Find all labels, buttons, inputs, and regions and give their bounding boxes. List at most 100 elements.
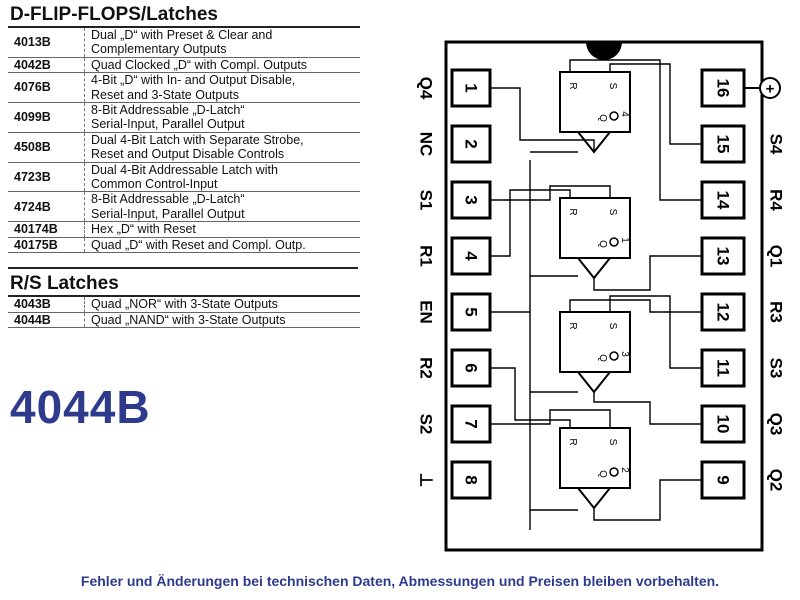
part-number-heading: 4044B [10, 381, 151, 433]
latch-box [559, 71, 631, 133]
latch-s-label: S [607, 439, 618, 446]
pin-label: Q3 [767, 413, 786, 436]
description-line: Reset and 3-State Outputs [91, 87, 240, 102]
description-line: Serial-Input, Parallel Output [91, 206, 245, 221]
pin-label: Q1 [767, 245, 786, 268]
pin-box [700, 460, 746, 500]
part-code: 4724B [8, 191, 85, 223]
pin-left-3: 3S1 [417, 180, 492, 220]
description-line: Reset and Output Disable Controls [91, 147, 285, 162]
tristate-buffer [575, 487, 613, 510]
description-line: Hex „D“ with Reset [91, 222, 196, 237]
pin-right-12: 12 R3 [700, 292, 786, 332]
pin-number: 12 [714, 303, 733, 322]
description-line: Dual „D“ with Preset & Clear and [91, 28, 273, 42]
inversion-bubble [609, 351, 619, 361]
tristate-buffer [575, 371, 613, 394]
pin-number: 3 [462, 195, 481, 204]
pin-left-2: 2NC [417, 124, 492, 164]
description-line: Quad „D“ with Reset and Compl. Outp. [91, 237, 306, 252]
part-code: 4723B [8, 162, 85, 193]
description-line: Complementary Outputs [91, 42, 227, 57]
description-line: 8-Bit Addressable „D-Latch“ [91, 103, 245, 118]
description-line: Dual 4-Bit Latch with Separate Strobe, [91, 132, 304, 147]
latch-q-label: Q [597, 470, 608, 478]
circuit-wire [569, 59, 702, 201]
vdd-plus: + [766, 81, 775, 98]
table-row: 40174B Hex „D“ with Reset [8, 221, 360, 238]
pin-label: Q4 [417, 77, 436, 100]
circuit-wire [593, 392, 702, 425]
tristate-buffer [575, 257, 613, 280]
pin-right-16: 16 + [700, 68, 781, 108]
description-line: Quad „NOR“ with 3-State Outputs [91, 297, 278, 312]
table-row: 4043B Quad „NOR“ with 3-State Outputs [8, 296, 360, 313]
pin-label: Q2 [767, 469, 786, 492]
pin-label: S3 [767, 358, 786, 379]
pin-label: R3 [767, 301, 786, 323]
pin-number: 13 [714, 247, 733, 266]
latch-q-label: Q [597, 240, 608, 248]
pin-left-6: 6R2 [417, 348, 492, 388]
latch-r-label: R [567, 208, 578, 215]
pin-label: EN [417, 300, 436, 324]
pin-number: 8 [462, 475, 481, 484]
latch-s-label: S [607, 323, 618, 330]
circuit-wire [490, 189, 571, 257]
description-line: Quad „NAND“ with 3-State Outputs [91, 312, 286, 327]
part-code: 4044B [8, 312, 85, 328]
pin-label: R4 [767, 189, 786, 211]
table-row: 4724B 8-Bit Addressable „D-Latch“Serial-I… [8, 191, 360, 223]
rs-title: R/S Latches [8, 267, 358, 295]
part-code: 4043B [8, 296, 85, 313]
latch-box [559, 197, 631, 259]
pin-right-14: 14 R4 [700, 180, 786, 220]
pin-number: 4 [462, 251, 481, 261]
pin-label: S4 [767, 134, 786, 155]
latch-block-2: R S Q 2 [559, 427, 631, 510]
part-code: 4099B [8, 102, 85, 133]
circuit-wire [490, 185, 611, 201]
pin-number: 14 [714, 191, 733, 210]
table-row: 4044B Quad „NAND“ with 3-State Outputs [8, 312, 360, 328]
pin-left-5: 5 EN [417, 292, 492, 332]
part-code: 40175B [8, 237, 85, 254]
description-line: 8-Bit Addressable „D-Latch“ [91, 192, 245, 207]
circuit-wire [593, 479, 702, 521]
pin-number: 1 [462, 83, 481, 92]
pin-left-8: 8⊥ [417, 460, 492, 500]
part-description: Quad Clocked „D“ with Compl. Outputs [84, 57, 360, 74]
pin-number: 7 [462, 419, 481, 428]
pin-number: 5 [462, 307, 481, 316]
latch-s-label: S [607, 209, 618, 216]
pin-label: ⊥ [417, 473, 436, 488]
part-code: 40174B [8, 221, 85, 238]
pin-number: 16 [714, 79, 733, 98]
latch-q-label: Q [597, 354, 608, 362]
description-line: Serial-Input, Parallel Output [91, 117, 245, 132]
latch-index: 2 [619, 467, 630, 473]
part-description: Quad „D“ with Reset and Compl. Outp. [84, 237, 360, 254]
latch-r-label: R [567, 438, 578, 445]
latch-q-label: Q [597, 114, 608, 122]
pin-label: NC [417, 132, 436, 157]
pin-box [450, 236, 492, 276]
circuit-wire [490, 367, 571, 428]
pin-number: 6 [462, 363, 481, 372]
latch-index: 4 [619, 111, 630, 117]
pin-label: S2 [417, 414, 436, 435]
inversion-bubble [609, 237, 619, 247]
latch-box [559, 427, 631, 489]
pin-box [450, 124, 492, 164]
